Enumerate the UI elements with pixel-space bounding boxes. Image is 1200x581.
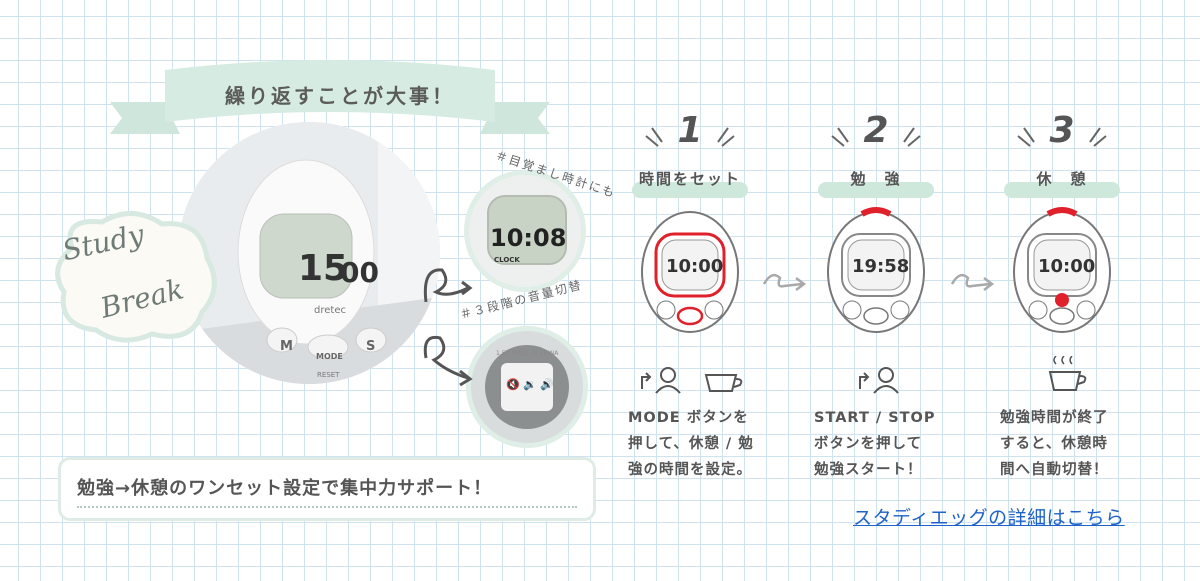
step-2-desc-line3: 勉強スタート！	[814, 462, 923, 478]
detail-arrows	[423, 268, 473, 387]
step-2-time: 19:58	[852, 256, 910, 277]
clock-label: CLOCK	[494, 256, 520, 264]
product-photo	[178, 122, 440, 384]
step-1-device	[641, 211, 739, 333]
step-3-number: 3	[1049, 110, 1075, 151]
step-1-desc-line1: MODE ボタンを	[628, 410, 749, 426]
step-1-sparkle	[645, 127, 735, 147]
step-1-label: 時間をセット	[638, 170, 741, 188]
caption-text: 勉強→休憩のワンセット設定で集中力サポート！	[77, 478, 493, 499]
step-2-label-bg	[818, 182, 934, 198]
caption-underline	[77, 506, 577, 508]
banner-title: 繰り返すことが大事！	[225, 84, 455, 108]
step-2-icon	[859, 367, 899, 394]
flow-arrow-1	[762, 273, 807, 291]
device-btn-mode: MODE	[316, 352, 343, 361]
device-reset-label: RESET	[317, 371, 340, 379]
step-3-device	[1013, 207, 1111, 333]
step-3-time: 10:00	[1038, 256, 1096, 277]
volume-detail-circle	[466, 326, 588, 448]
step-1-desc-line2: 押して、休憩 / 勉	[628, 436, 754, 452]
step-2-sparkle	[831, 127, 921, 147]
clock-detail-circle	[464, 170, 586, 292]
step-3-desc-line1: 勉強時間が終了	[1000, 410, 1109, 426]
device-btn-s: S	[366, 339, 376, 354]
step-2-desc-line1: START / STOP	[814, 410, 936, 426]
step-3-desc: 勉強時間が終了 すると、休憩時 間へ自動切替！	[1000, 405, 1140, 483]
step-3-desc-line3: 間へ自動切替！	[1000, 462, 1109, 478]
step-1-label-bg	[632, 182, 748, 198]
study-break-badge	[55, 211, 217, 343]
step-1-desc: MODE ボタンを 押して、休憩 / 勉 強の時間を設定。	[628, 405, 768, 483]
step-2-desc: START / STOP ボタンを押して 勉強スタート！	[814, 405, 954, 483]
flow-arrow-2	[950, 273, 995, 291]
clock-time: 10:08	[490, 224, 567, 252]
device-time-sub: 00	[340, 256, 379, 289]
step-3-sparkle	[1017, 127, 1107, 147]
step-1-desc-line3: 強の時間を設定。	[628, 462, 752, 478]
step-2-desc-line2: ボタンを押して	[814, 436, 923, 452]
step-2-device	[827, 207, 925, 333]
step-3-label: 休 憩	[1036, 170, 1088, 188]
device-time-main: 15	[298, 248, 349, 289]
step-1-icons	[641, 367, 743, 394]
details-link[interactable]: スタディエッグの詳細はこちら	[853, 507, 1125, 529]
step-1-number: 1	[677, 110, 703, 151]
step-3-label-bg	[1004, 182, 1120, 198]
caption-box: 勉強→休憩のワンセット設定で集中力サポート！	[58, 457, 596, 521]
volume-print: 1.5V MADE IN CHINA	[496, 350, 559, 357]
step-2-number: 2	[863, 110, 889, 151]
step-3-cup-icon	[1048, 356, 1087, 391]
device-brand: dretec	[314, 305, 346, 316]
volume-icons: 🔇 🔉 🔊	[506, 378, 555, 391]
step-3-desc-line2: すると、休憩時	[1000, 436, 1108, 452]
device-btn-m: M	[280, 339, 293, 354]
step-2-label: 勉 強	[850, 170, 902, 188]
step-1-time: 10:00	[666, 256, 724, 277]
banner-ribbon	[110, 60, 550, 134]
